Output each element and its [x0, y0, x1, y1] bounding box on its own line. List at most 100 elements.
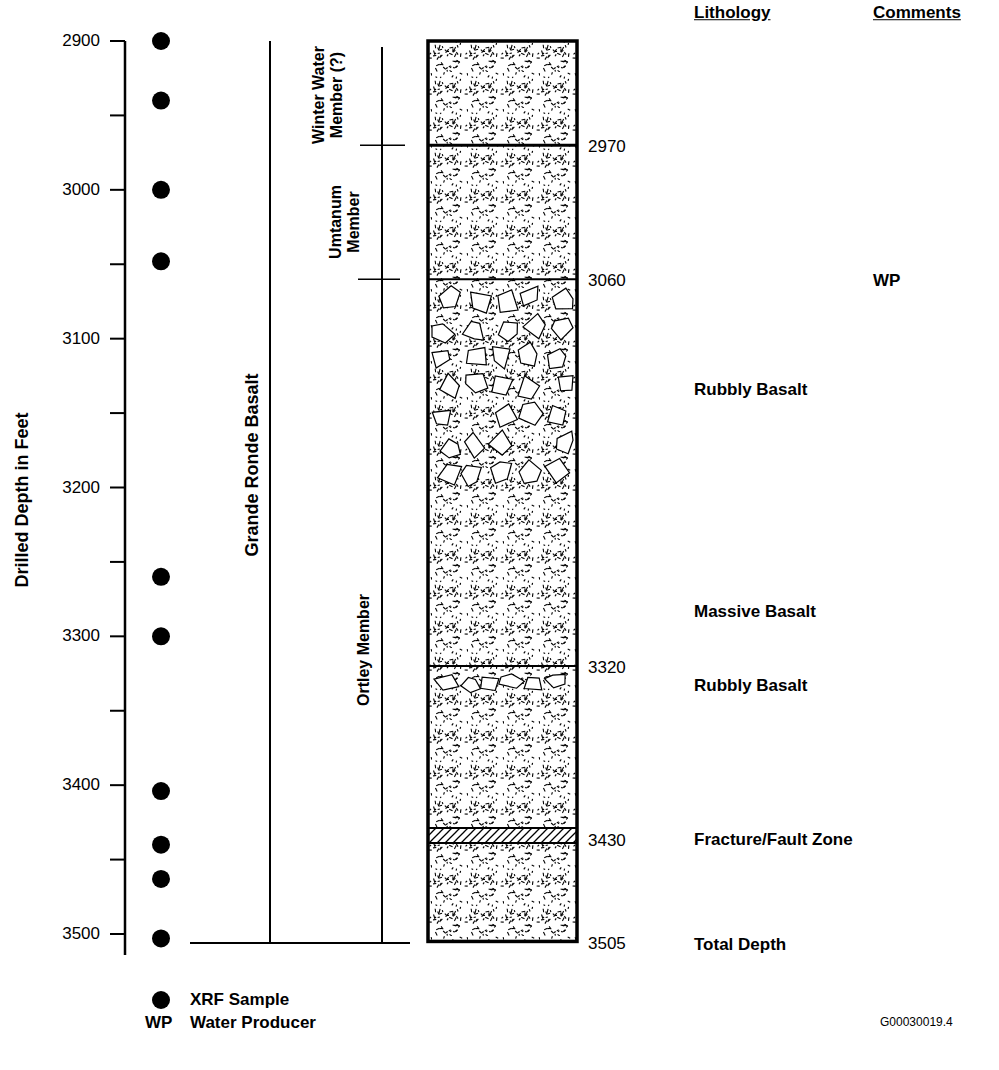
- log-graphic: [545, 674, 566, 688]
- log-graphic: [152, 92, 170, 110]
- legend-text: Water Producer: [190, 1013, 316, 1033]
- log-graphic: [437, 464, 461, 485]
- log-graphic: [428, 41, 577, 941]
- log-graphic: [152, 929, 170, 947]
- log-graphic: [110, 784, 125, 786]
- log-graphic: [110, 487, 125, 489]
- log-graphic: [440, 373, 460, 398]
- log-graphic: [432, 351, 450, 368]
- log-graphic: [558, 376, 573, 391]
- log-graphic: [551, 318, 573, 340]
- log-graphic: [152, 870, 170, 888]
- log-graphic: [110, 561, 125, 563]
- lithology-label: Rubbly Basalt: [694, 380, 807, 400]
- depth-tick-label: 3100: [62, 329, 100, 349]
- log-graphic: [428, 665, 577, 667]
- log-graphic: [428, 41, 577, 941]
- log-graphic: [432, 410, 450, 425]
- depth-label: 2970: [588, 137, 626, 157]
- depth-tick-label: 3000: [62, 180, 100, 200]
- log-graphic: [381, 47, 383, 943]
- log-graphic: [491, 462, 512, 483]
- lithology-label: Rubbly Basalt: [694, 676, 807, 696]
- log-graphic: [439, 286, 460, 308]
- log-graphic: [152, 836, 170, 854]
- log-graphic: [466, 374, 488, 393]
- log-graphic: [152, 627, 170, 645]
- log-graphic: [428, 144, 577, 147]
- log-graphic: [520, 286, 538, 306]
- log-graphic: [471, 292, 492, 313]
- log-graphic: [152, 782, 170, 800]
- log-graphic: [269, 41, 271, 943]
- log-graphic: [152, 32, 170, 50]
- log-graphic: [152, 568, 170, 586]
- column-heading: Lithology: [694, 3, 770, 23]
- log-graphic: [524, 677, 542, 689]
- log-graphic: [110, 263, 125, 265]
- log-graphic: [496, 404, 518, 427]
- log-graphic: [518, 342, 537, 366]
- log-graphic: [492, 347, 509, 369]
- depth-tick-label: 2900: [62, 31, 100, 51]
- log-graphic: [548, 349, 566, 369]
- log-graphic: [360, 144, 405, 146]
- lithology-label: Total Depth: [694, 935, 786, 955]
- axis-title: Drilled Depth in Feet: [12, 412, 33, 587]
- log-graphic: [518, 376, 540, 399]
- log-graphic: [110, 933, 125, 935]
- log-graphic: [432, 324, 455, 343]
- depth-tick-label: 3500: [62, 924, 100, 944]
- log-graphic: [488, 430, 512, 455]
- comment-label: WP: [873, 271, 900, 291]
- member-label: Umtanum Member: [327, 166, 364, 278]
- log-graphic: [110, 338, 125, 340]
- log-graphic: [461, 465, 481, 486]
- log-graphic: [152, 991, 170, 1009]
- log-graphic: [465, 433, 485, 459]
- log-graphic: [499, 674, 525, 688]
- log-graphic: [481, 677, 499, 690]
- depth-label: 3320: [588, 658, 626, 678]
- member-label: Winter Water Member (?): [310, 44, 347, 146]
- member-label: Ortley Member: [355, 594, 373, 706]
- depth-tick-label: 3200: [62, 478, 100, 498]
- depth-tick-label: 3400: [62, 775, 100, 795]
- log-graphic: [110, 40, 125, 42]
- lithology-label: Fracture/Fault Zone: [694, 830, 853, 850]
- column-heading: Comments: [873, 3, 961, 23]
- log-graphic: [466, 348, 486, 365]
- log-graphic: [110, 189, 125, 191]
- figure-id: G00030019.4: [880, 1016, 953, 1030]
- log-graphic: [461, 677, 481, 692]
- log-graphic: [519, 460, 541, 484]
- log-graphic: [152, 181, 170, 199]
- log-graphic: [124, 41, 127, 955]
- formation-label: Grande Ronde Basalt: [242, 373, 263, 556]
- log-graphic: [110, 635, 125, 637]
- depth-label: 3060: [588, 271, 626, 291]
- log-graphic: [498, 290, 518, 312]
- log-graphic: [548, 406, 566, 426]
- log-graphic: [462, 321, 483, 340]
- depth-label: 3505: [588, 935, 626, 955]
- log-graphic: [358, 278, 400, 280]
- log-graphic: [498, 322, 517, 342]
- log-graphic: [492, 376, 513, 395]
- lithology-label: Massive Basalt: [694, 602, 816, 622]
- log-graphic: [556, 431, 573, 453]
- log-graphic: [428, 828, 577, 843]
- log-graphic: [440, 439, 460, 458]
- log-graphic: [545, 458, 570, 483]
- log-graphic: [190, 942, 410, 944]
- log-graphic: [519, 402, 543, 425]
- log-graphic: [434, 675, 459, 690]
- depth-label: 3430: [588, 831, 626, 851]
- log-graphic: [110, 710, 125, 712]
- log-graphic: [552, 288, 573, 309]
- log-graphic: [152, 252, 170, 270]
- legend-key: WP: [145, 1013, 172, 1033]
- log-graphic: [523, 314, 545, 339]
